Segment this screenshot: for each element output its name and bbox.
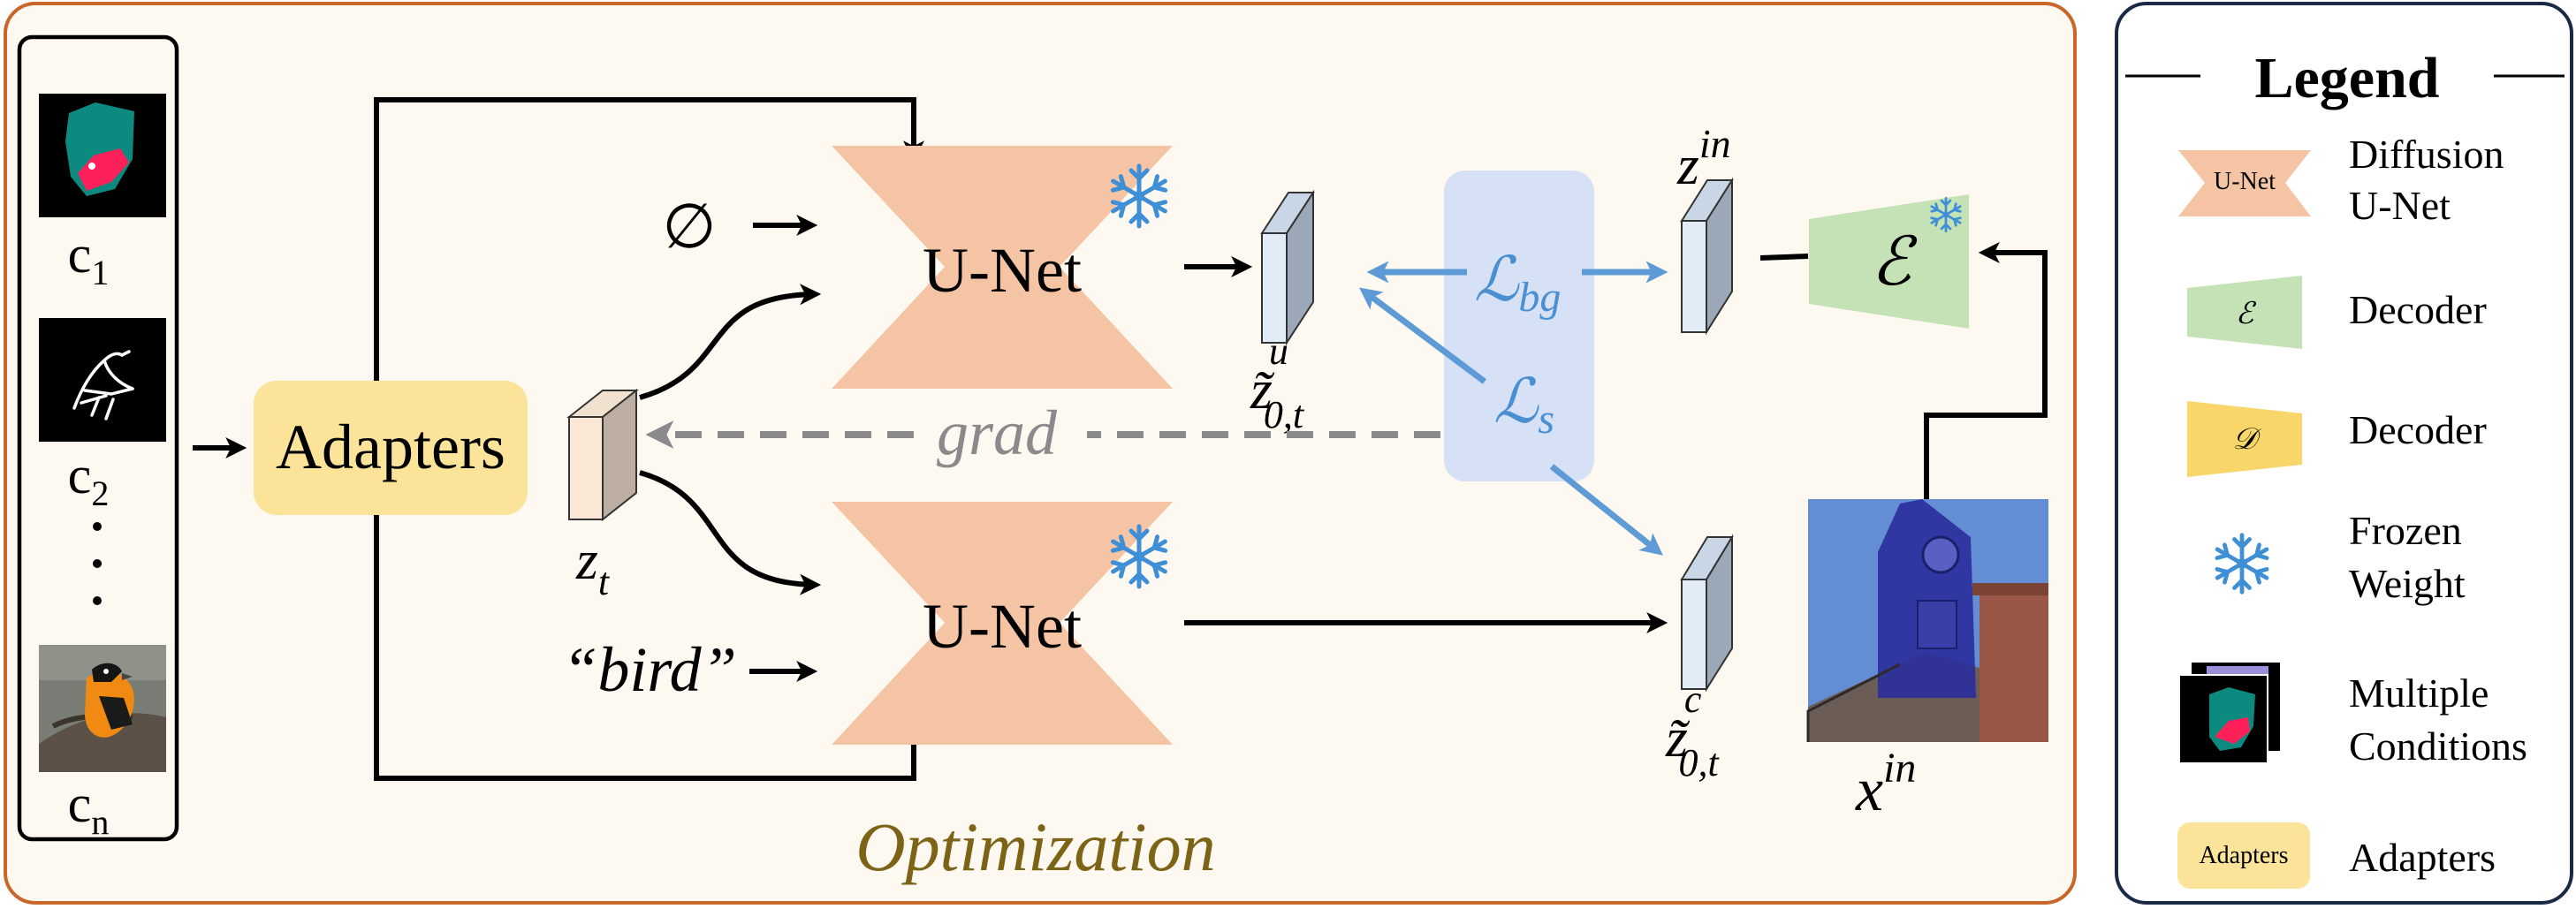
legend-adapters-icon bbox=[2177, 822, 2310, 889]
arrow-adapters-to-top-unet bbox=[374, 97, 924, 381]
loss-box bbox=[1444, 170, 1594, 481]
arrow-loss-s-to-zc bbox=[1549, 464, 1663, 556]
legend-title: Legend bbox=[2254, 46, 2439, 110]
null-condition-symbol: ∅ bbox=[663, 193, 717, 261]
input-image-clock-tower bbox=[1806, 499, 2048, 742]
legend-unet-label-line1: Diffusion bbox=[2349, 132, 2504, 177]
legend-unet-icon-text: U-Net bbox=[2214, 168, 2276, 195]
condition-label-2: c2 bbox=[68, 446, 110, 513]
unet-bottom-notch-left bbox=[832, 502, 945, 745]
unet-top-label: U-Net bbox=[923, 235, 1082, 306]
arrow-adapters-to-bottom-unet bbox=[374, 515, 924, 781]
legend-unet-icon bbox=[2178, 150, 2311, 216]
latent-zin-cube bbox=[1680, 177, 1734, 336]
condition-label-n: cn bbox=[68, 775, 110, 842]
loss-s-label: ℒs bbox=[1493, 368, 1554, 443]
xin-label: xin bbox=[1855, 745, 1916, 824]
legend-encoder-icon-text: ℰ bbox=[2236, 298, 2257, 330]
legend-encoder-label: Decoder bbox=[2349, 287, 2487, 332]
condition-image-segmentation bbox=[39, 94, 166, 217]
unet-top-notch-left bbox=[832, 146, 945, 389]
arrow-loss-s-to-zu bbox=[1358, 287, 1487, 384]
unet-bottom-label: U-Net bbox=[923, 591, 1082, 662]
unet-top-notch-right bbox=[1060, 146, 1173, 389]
zt-label: zt bbox=[575, 528, 611, 603]
condition-image-sketch bbox=[39, 318, 166, 442]
grad-label: grad bbox=[937, 398, 1058, 468]
loss-bg-label: ℒbg bbox=[1474, 246, 1561, 321]
legend-decoder-label: Decoder bbox=[2349, 407, 2487, 452]
arrow-zt-to-bottom-unet bbox=[639, 470, 822, 595]
arrow-image-to-encoder bbox=[1924, 242, 2048, 499]
legend-adapters-label: Adapters bbox=[2349, 835, 2496, 880]
legend-unet-icon-notch bbox=[2285, 150, 2311, 216]
optimization-label: Optimization bbox=[855, 808, 1215, 885]
legend-encoder-icon bbox=[2187, 276, 2302, 349]
line-encoder-to-zin bbox=[1759, 254, 1809, 261]
legend-decoder-icon bbox=[2187, 401, 2302, 477]
legend-adapters-icon-text: Adapters bbox=[2199, 842, 2288, 869]
legend-multiple-label-line2: Conditions bbox=[2349, 723, 2527, 769]
latent-zu-cube bbox=[1260, 189, 1315, 346]
unet-bottom-block bbox=[832, 502, 1173, 745]
legend-frozen-label-line2: Weight bbox=[2349, 561, 2466, 606]
legend-multiple-label-line1: Multiple bbox=[2349, 670, 2489, 716]
zin-label: zin bbox=[1676, 121, 1731, 196]
latent-zt-cube bbox=[566, 388, 639, 522]
adapters-block bbox=[254, 381, 528, 515]
condition-image-bird-photo bbox=[39, 645, 166, 772]
arrow-zt-to-top-unet bbox=[639, 284, 822, 400]
adapters-label: Adapters bbox=[276, 412, 505, 482]
unet-bottom-notch-right bbox=[1060, 502, 1173, 745]
text-prompt: “bird” bbox=[562, 634, 736, 705]
encoder-symbol: ℰ bbox=[1871, 225, 1918, 299]
condition-label-1: c1 bbox=[68, 225, 110, 292]
legend-multiple-conditions-icon bbox=[2178, 663, 2280, 764]
legend-frozen-label-line1: Frozen bbox=[2349, 508, 2462, 553]
vertical-ellipsis bbox=[93, 522, 102, 605]
legend-unet-label-line2: U-Net bbox=[2349, 183, 2451, 228]
encoder-block bbox=[1809, 194, 1969, 329]
latent-zc-cube bbox=[1680, 534, 1734, 693]
unet-top-block bbox=[832, 146, 1173, 389]
